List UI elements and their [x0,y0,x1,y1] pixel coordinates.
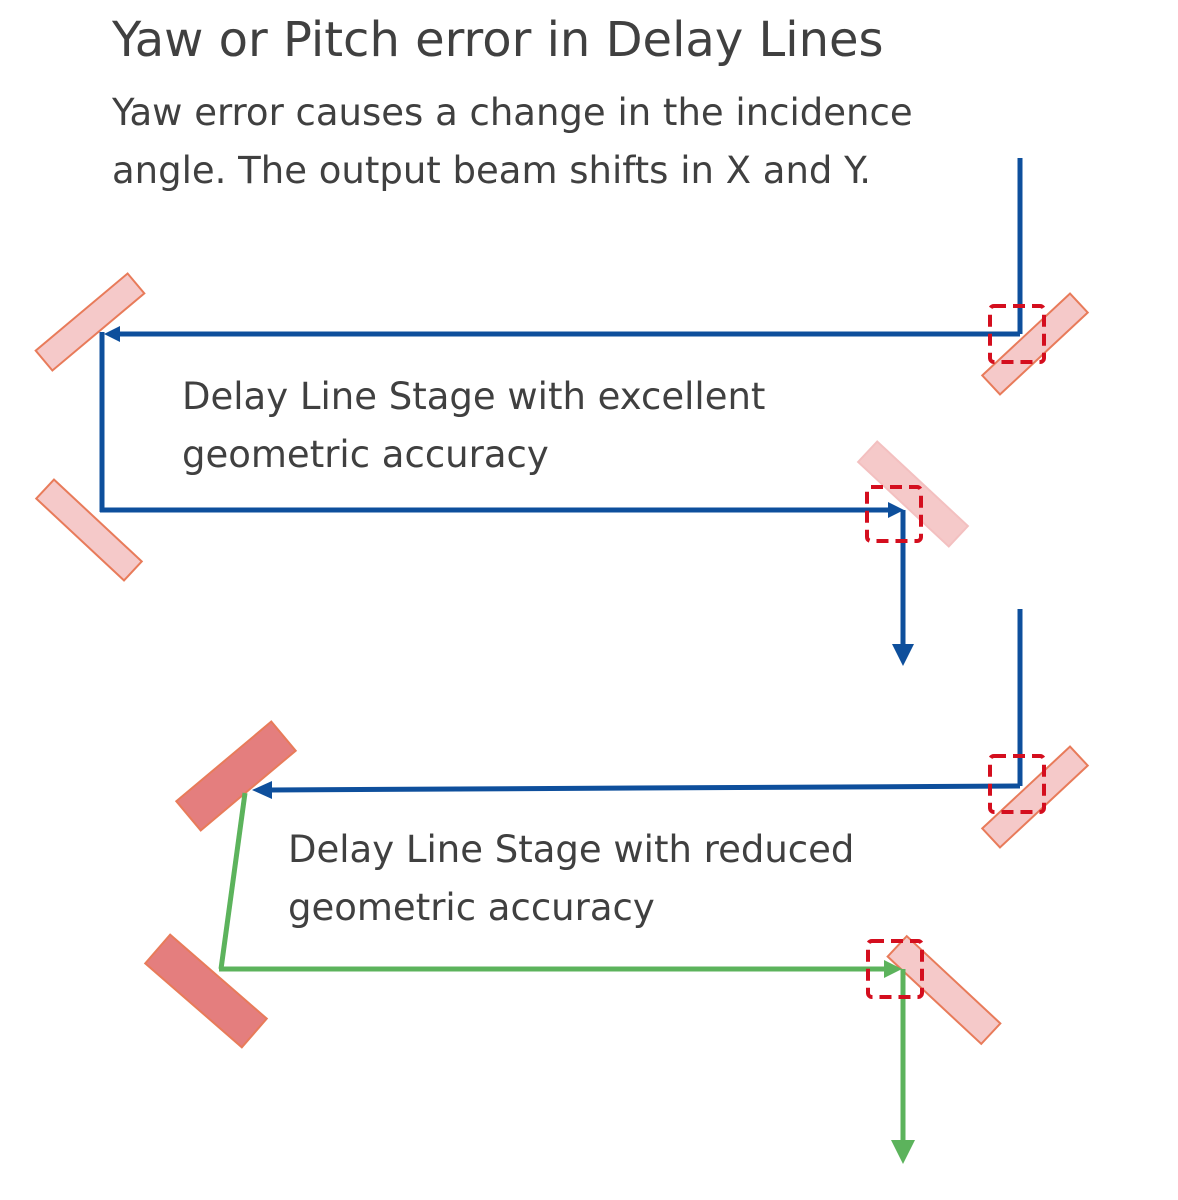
stage-label-line-1: Delay Line Stage with excellent [182,375,766,418]
bottom-deviated-beam-left [218,792,248,970]
subtitle-line-2: angle. The output beam shifts in X and Y… [112,149,872,192]
top-left-mirror-lower [34,478,144,582]
stage-label-line-1: Delay Line Stage with reduced [288,828,855,871]
top-right-input-mirror [980,292,1090,396]
stage-label-reduced: Delay Line Stage with reduced geometric … [288,821,854,937]
subtitle-line-1: Yaw error causes a change in the inciden… [112,91,913,134]
top-delay-line [34,158,1090,666]
bottom-output-arrowhead [891,1140,915,1164]
stage-label-line-2: geometric accuracy [182,433,549,476]
top-input-dashed-square-icon [988,304,1046,364]
bottom-output-dashed-square-icon [866,939,924,999]
top-arrowhead-left [104,326,120,342]
bottom-input-dashed-square-icon [988,754,1046,814]
stage-label-line-2: geometric accuracy [288,886,655,929]
top-output-arrowhead [892,644,914,666]
slide-title: Yaw or Pitch error in Delay Lines [112,12,884,68]
bottom-left-stage-mirror-lower [143,933,269,1049]
bottom-right-input-mirror [980,745,1090,849]
bottom-beam-to-left [269,783,1021,793]
top-arrowhead-return [888,502,904,518]
bottom-arrowhead-return [884,960,902,978]
top-right-output-mirror [856,440,970,548]
top-left-mirror-upper [34,272,146,372]
bottom-left-stage-mirror-upper [174,720,298,832]
slide-subtitle: Yaw error causes a change in the inciden… [112,84,1012,200]
top-output-dashed-square-icon [865,485,923,543]
bottom-right-output-mirror [886,934,1002,1046]
stage-label-excellent: Delay Line Stage with excellent geometri… [182,368,765,484]
bottom-arrowhead-left [252,781,272,799]
bottom-delay-line [143,609,1090,1164]
